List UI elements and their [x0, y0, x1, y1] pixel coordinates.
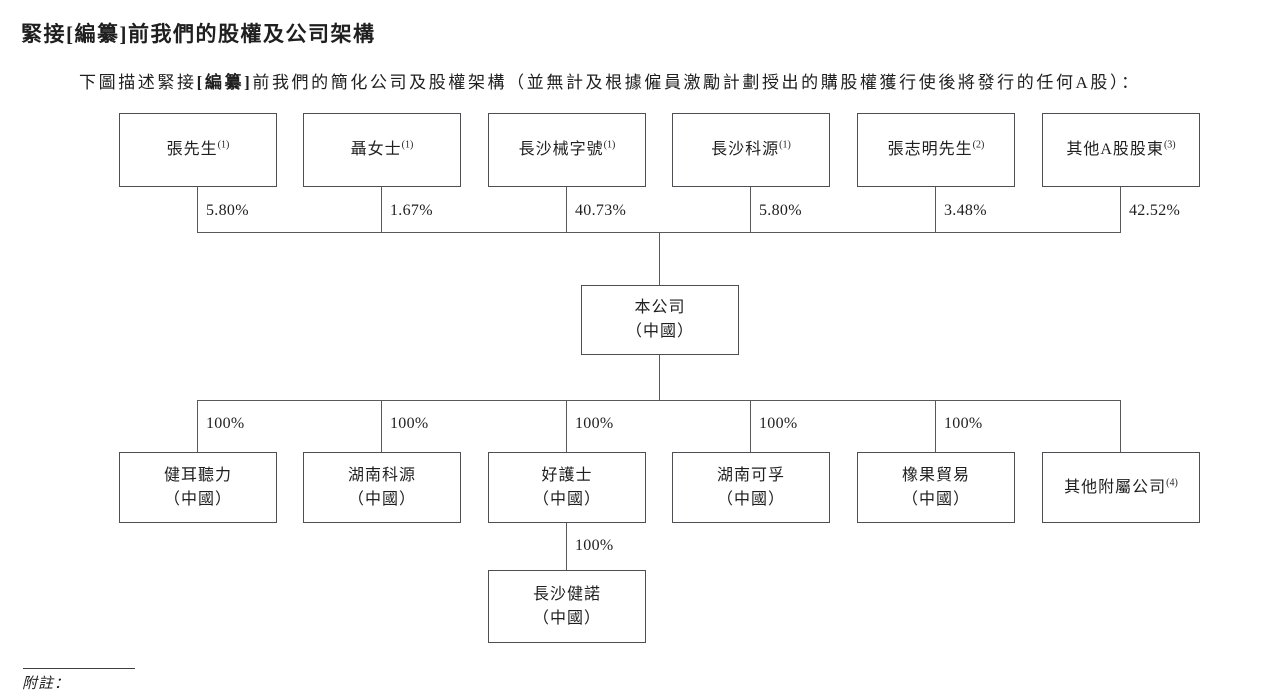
sub-subsidiary-label: 長沙健諾 （中國） [533, 583, 601, 631]
connector-bus-bottom [197, 400, 1121, 401]
connector-stub [566, 523, 567, 570]
title-text: 緊接 [21, 22, 66, 46]
intro-text: 下圖描述緊接 [79, 73, 197, 92]
footnote-ref: (1) [217, 139, 230, 151]
connector-drop [659, 232, 660, 285]
intro-paragraph: 下圖描述緊接[編纂]前我們的簡化公司及股權架構（並無計及根據僱員激勵計劃授出的購… [79, 68, 1141, 93]
shareholder-label: 其他A股股東(3) [1066, 138, 1175, 162]
connector-stub [750, 400, 751, 452]
shareholder-box-3: 長沙械字號(1) [488, 113, 646, 187]
subsidiary-label: 好護士 （中國） [533, 464, 601, 512]
shareholder-label: 長沙械字號(1) [519, 138, 616, 162]
connector-stub [197, 187, 198, 233]
sub-subsidiary-name: 長沙健諾 [532, 585, 601, 603]
subsidiary-name: 好護士 [541, 466, 593, 484]
connector-stub [1120, 187, 1121, 233]
shareholder-name: 長沙械字號 [518, 141, 604, 158]
footnote-ref: (1) [779, 139, 791, 151]
company-label: 本公司 （中國） [626, 296, 694, 344]
page-title: 緊接[編纂]前我們的股權及公司架構 [21, 18, 376, 48]
footnote-divider [23, 668, 135, 669]
shareholder-label: 張志明先生(2) [888, 138, 985, 162]
company-country: （中國） [625, 323, 694, 340]
subsidiary-name: 湖南科源 [347, 466, 416, 484]
subsidiary-country: （中國） [716, 490, 785, 508]
subsidiary-name: 其他附屬公司 [1064, 478, 1167, 496]
ownership-pct: 5.80% [206, 202, 249, 219]
ownership-pct: 5.80% [759, 202, 802, 219]
ownership-pct: 100% [575, 537, 614, 554]
shareholder-box-6: 其他A股股東(3) [1042, 113, 1200, 187]
redacted-marker: [編纂] [196, 73, 253, 92]
connector-stub [566, 187, 567, 233]
subsidiary-country: （中國） [532, 490, 601, 508]
connector-stub [750, 187, 751, 233]
ownership-pct: 42.52% [1129, 202, 1181, 219]
connector-stub [381, 187, 382, 233]
ownership-pct: 100% [944, 415, 983, 432]
connector-stub [935, 187, 936, 233]
footnote-ref: (2) [972, 139, 985, 151]
connector-stub [566, 400, 567, 452]
subsidiary-name: 橡果貿易 [901, 466, 970, 484]
ownership-pct: 100% [759, 415, 798, 432]
subsidiary-name: 湖南可孚 [716, 466, 785, 484]
company-box: 本公司 （中國） [581, 285, 739, 355]
shareholder-box-4: 長沙科源(1) [672, 113, 830, 187]
intro-text: 前我們的簡化公司及股權架構（並無計及根據僱員激勵計劃授出的購股權獲行使後將發行的… [252, 73, 1141, 92]
shareholder-name: 其他A股股東 [1066, 141, 1164, 158]
subsidiary-country: （中國） [347, 490, 416, 508]
notes-label: 附註： [22, 676, 71, 692]
shareholder-name: 長沙科源 [711, 141, 780, 158]
shareholder-label: 長沙科源(1) [711, 138, 791, 162]
ownership-pct: 1.67% [390, 202, 433, 219]
shareholder-name: 張先生 [166, 141, 218, 158]
sub-subsidiary-country: （中國） [532, 609, 601, 627]
ownership-pct: 40.73% [575, 202, 627, 219]
subsidiary-country: （中國） [163, 490, 232, 508]
footnote-ref: (1) [603, 139, 616, 151]
subsidiary-name: 健耳聽力 [163, 466, 232, 484]
subsidiary-label: 健耳聽力 （中國） [164, 464, 232, 512]
subsidiary-label: 其他附屬公司(4) [1064, 476, 1178, 500]
shareholder-label: 張先生(1) [167, 138, 230, 162]
subsidiary-label: 湖南可孚 （中國） [717, 464, 785, 512]
subsidiary-box-2: 湖南科源 （中國） [303, 452, 461, 523]
shareholder-label: 聶女士(1) [351, 138, 414, 162]
company-name: 本公司 [634, 299, 686, 316]
subsidiary-box-6: 其他附屬公司(4) [1042, 452, 1200, 523]
sub-subsidiary-box: 長沙健諾 （中國） [488, 570, 646, 643]
shareholder-box-1: 張先生(1) [119, 113, 277, 187]
ownership-pct: 100% [575, 415, 614, 432]
footnote-ref: (1) [401, 139, 414, 151]
subsidiary-box-4: 湖南可孚 （中國） [672, 452, 830, 523]
subsidiary-box-3: 好護士 （中國） [488, 452, 646, 523]
ownership-pct: 100% [390, 415, 429, 432]
footnote-ref: (4) [1166, 477, 1178, 489]
subsidiary-box-1: 健耳聽力 （中國） [119, 452, 277, 523]
subsidiary-label: 橡果貿易 （中國） [902, 464, 970, 512]
redacted-marker: [編纂] [66, 22, 128, 46]
footnote-ref: (3) [1163, 139, 1176, 151]
connector-stub [197, 400, 198, 452]
subsidiary-box-5: 橡果貿易 （中國） [857, 452, 1015, 523]
subsidiary-label: 湖南科源 （中國） [348, 464, 416, 512]
connector-stub [1120, 400, 1121, 452]
shareholder-name: 聶女士 [350, 141, 402, 158]
ownership-pct: 3.48% [944, 202, 987, 219]
shareholder-box-2: 聶女士(1) [303, 113, 461, 187]
shareholder-name: 張志明先生 [887, 141, 973, 158]
shareholder-box-5: 張志明先生(2) [857, 113, 1015, 187]
connector-drop [659, 355, 660, 400]
connector-stub [381, 400, 382, 452]
connector-stub [935, 400, 936, 452]
subsidiary-country: （中國） [901, 490, 970, 508]
ownership-pct: 100% [206, 415, 245, 432]
title-text: 前我們的股權及公司架構 [128, 22, 376, 46]
